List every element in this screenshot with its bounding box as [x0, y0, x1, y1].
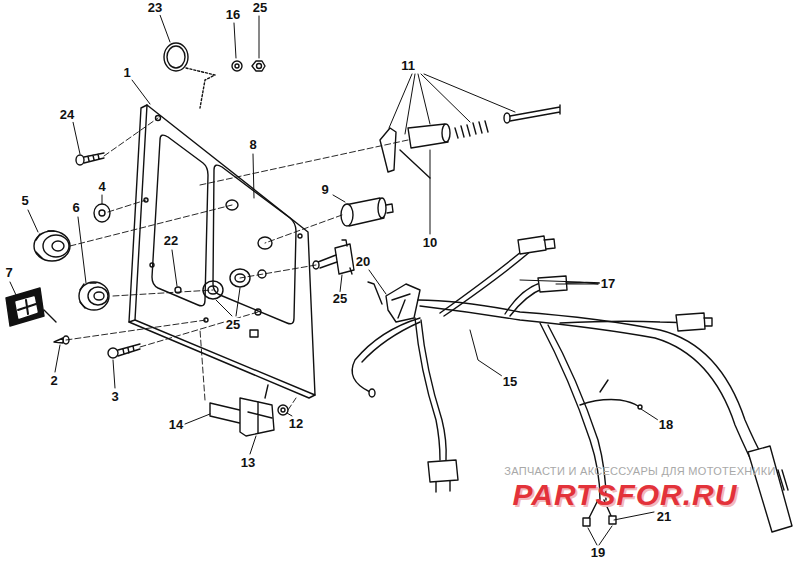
callout-number: 7	[4, 266, 13, 280]
callout-number: 22	[163, 234, 179, 248]
callout-number: 1	[122, 66, 131, 80]
callout-number: 19	[590, 546, 606, 560]
wiring-harness	[352, 236, 792, 532]
callout-number: 18	[658, 418, 674, 432]
latch-assembly	[380, 105, 560, 178]
callout-number: 10	[422, 236, 438, 250]
callout-number: 9	[320, 183, 329, 197]
callout-number: 5	[20, 194, 29, 208]
watermark: ЗАПЧАСТИ И АКСЕССУАРЫ ДЛЯ МОТОТЕХНИКИ	[504, 465, 775, 477]
callout-number: 6	[71, 201, 80, 215]
callout-number: 24	[59, 108, 75, 122]
lamp-socket	[341, 198, 393, 226]
center-lines	[66, 118, 408, 410]
screws	[54, 153, 140, 358]
callout-number: 21	[656, 510, 672, 524]
callout-number: 11	[400, 59, 416, 73]
callout-number: 4	[97, 180, 106, 194]
callout-number: 2	[49, 374, 58, 388]
toggle-switch	[313, 240, 354, 274]
callout-number: 25	[252, 1, 268, 15]
callout-number: 14	[168, 418, 184, 432]
callout-number: 25	[332, 292, 348, 306]
callout-number: 20	[355, 255, 371, 269]
callout-number: 12	[288, 417, 304, 431]
instrument-panel	[129, 105, 315, 398]
callout-number: 17	[600, 277, 616, 291]
callout-number: 23	[147, 1, 163, 15]
callout-number: 3	[110, 390, 119, 404]
bracket	[210, 385, 288, 436]
key-ring	[164, 43, 265, 108]
knob-parts	[6, 204, 110, 326]
callout-number: 15	[502, 375, 518, 389]
watermark: PARTSFOR.RU	[513, 478, 738, 511]
callout-number: 8	[248, 138, 257, 152]
callout-number: 13	[240, 456, 256, 470]
callout-number: 25	[225, 318, 241, 332]
callout-number: 16	[225, 8, 241, 22]
